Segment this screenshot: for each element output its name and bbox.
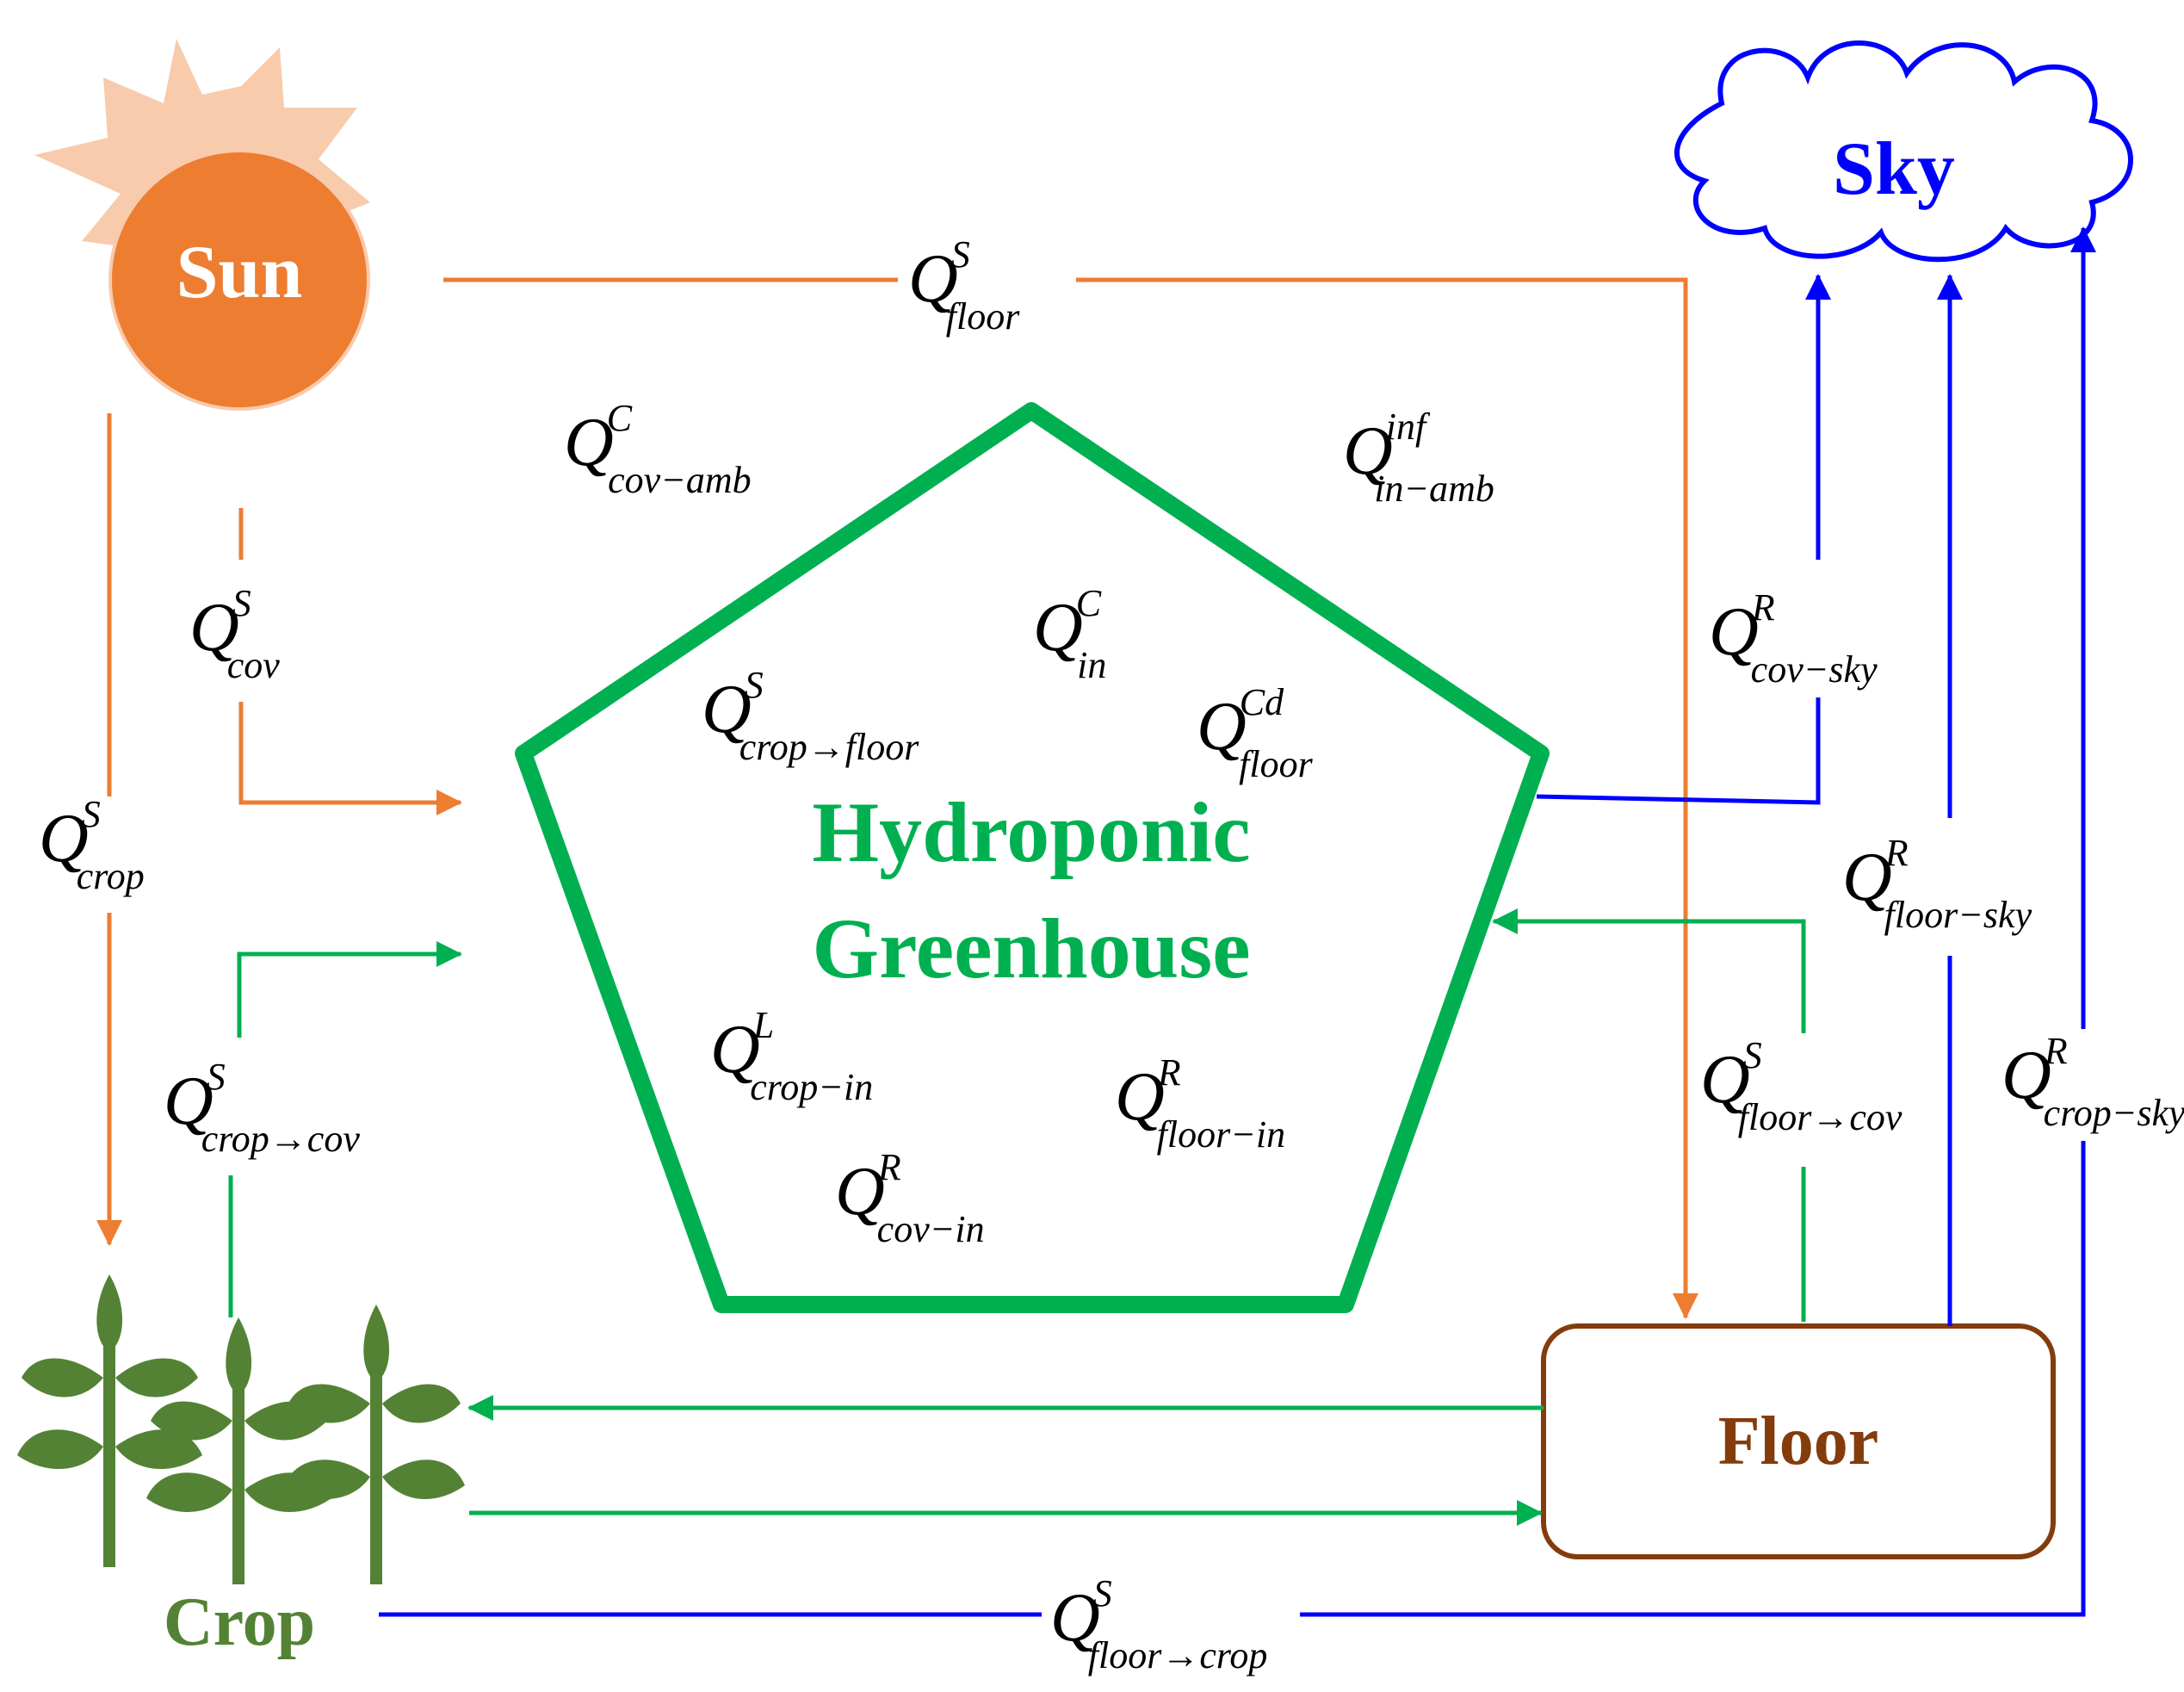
greenhouse-node: Hydroponic Greenhouse <box>515 402 1550 1313</box>
sun-label: Sun <box>176 231 303 314</box>
flow-crop-sky <box>379 228 2083 1617</box>
floor-label: Floor <box>1718 1404 1879 1479</box>
crop-label: Crop <box>164 1584 315 1660</box>
flow-sun-floor <box>443 277 1686 1317</box>
solar-flows <box>109 277 1686 1317</box>
flow-sun-cover <box>238 508 461 803</box>
crop-node: Crop <box>17 1274 465 1660</box>
greenhouse-label-line2: Greenhouse <box>812 901 1250 996</box>
sun-core-icon <box>108 149 370 411</box>
flow-crop-cover <box>228 954 461 1317</box>
floor-box <box>1541 1323 2056 1559</box>
sky-node: Sky <box>1674 40 2133 263</box>
plant-icon <box>17 1274 465 1584</box>
sun-node: Sun <box>34 39 370 411</box>
sky-label: Sky <box>1833 127 1955 211</box>
sky-flows <box>379 228 2083 1617</box>
flow-floor-cover <box>1494 921 1806 1322</box>
flow-cover-sky <box>1536 276 1818 805</box>
floor-node: Floor <box>1541 1323 2056 1559</box>
green-flows <box>228 921 1806 1526</box>
greenhouse-pentagon <box>515 402 1550 1313</box>
greenhouse-label-line1: Hydroponic <box>812 784 1250 880</box>
